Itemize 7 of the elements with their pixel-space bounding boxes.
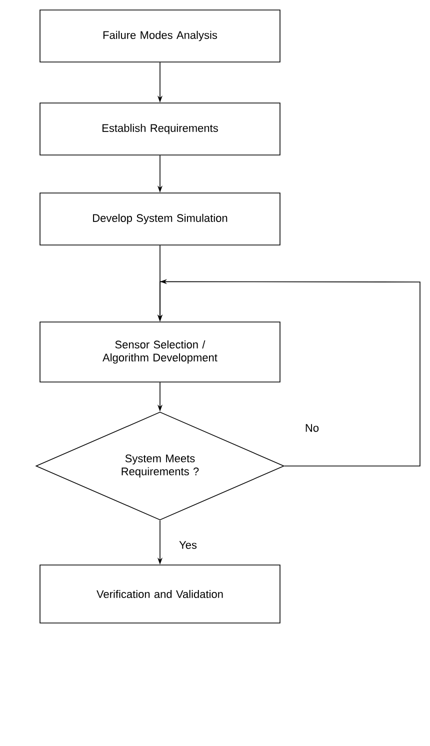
process-box: Sensor Selection / Algorithm Development [40, 322, 280, 382]
edge-label: Yes [178, 540, 198, 550]
process-box: Failure Modes Analysis [40, 10, 280, 62]
process-box: Establish Requirements [40, 102, 280, 156]
process-box: Develop System Simulation [40, 192, 280, 246]
edge-label: No [304, 423, 320, 433]
process-box: Verification and Validation [40, 564, 280, 624]
